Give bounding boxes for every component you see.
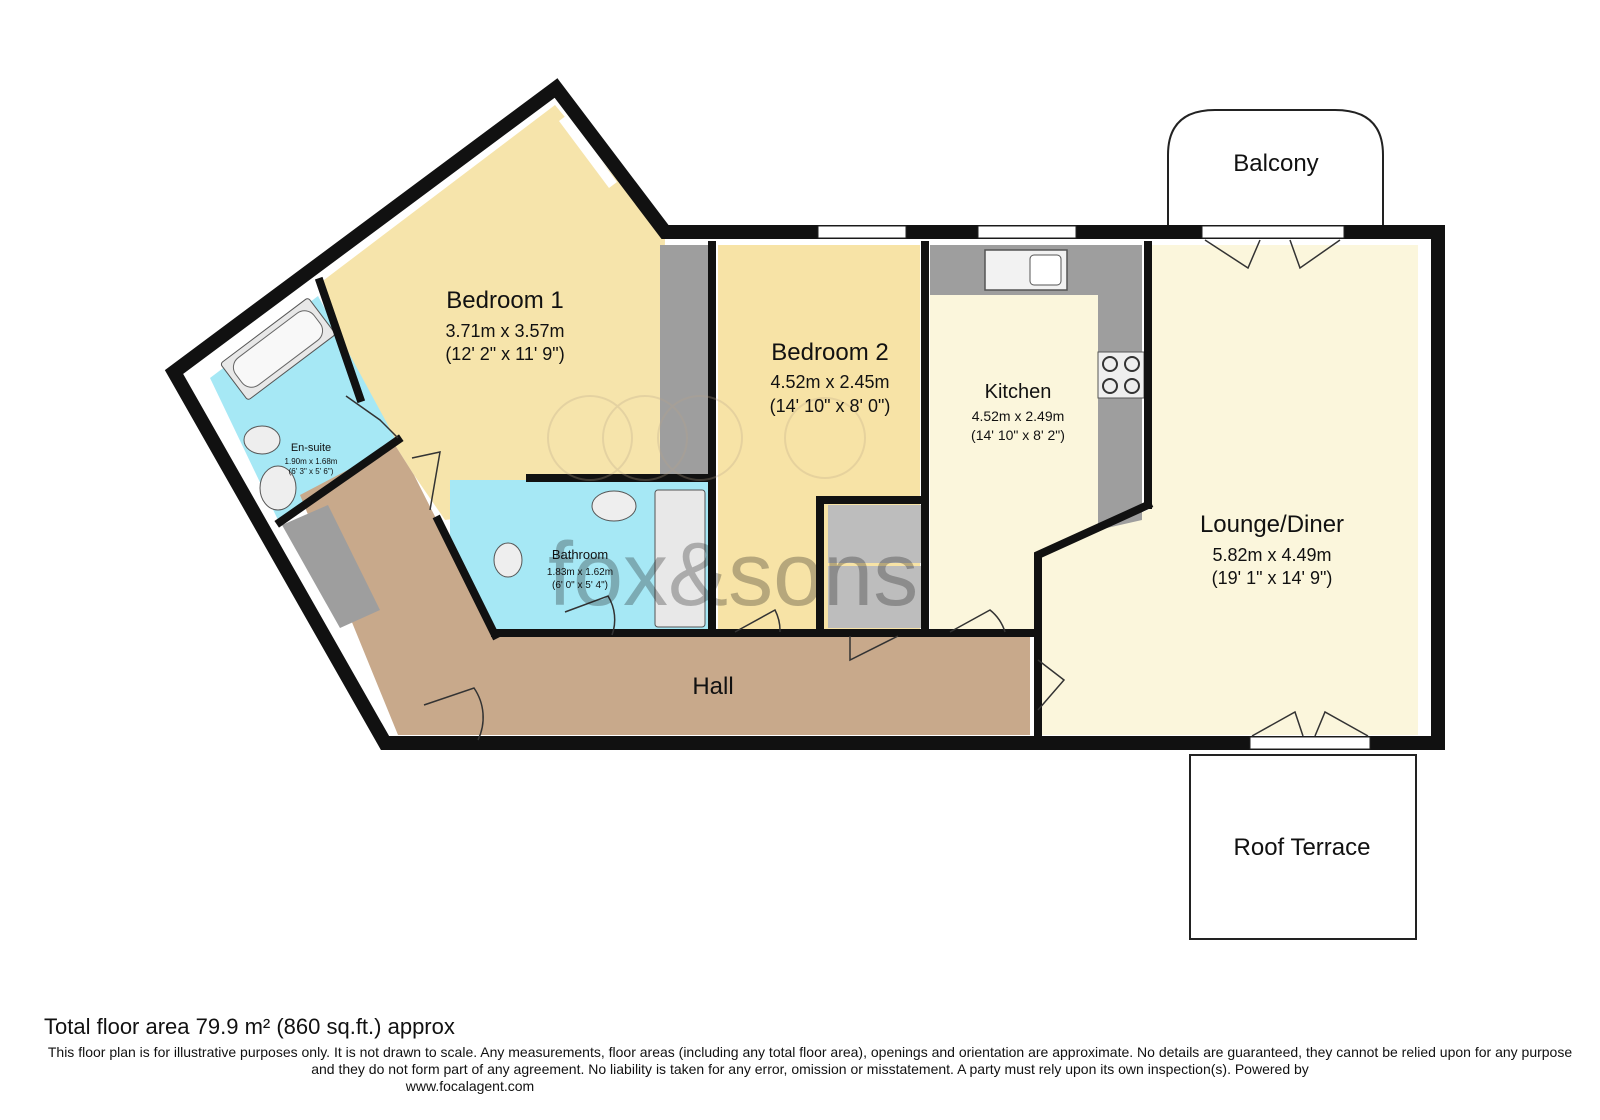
floor-plan: fox&sons Bedroom 1 3.71m x 3.57m (12' 2"… [164,78,1445,940]
lounge-imperial: (19' 1" x 14' 9") [1212,568,1333,588]
ensuite-toilet-icon [243,425,281,455]
label-ensuite: En-suite 1.90m x 1.68m (6' 3" x 5' 6") [285,442,338,476]
bedroom1-metric: 3.71m x 3.57m [445,321,564,341]
hall-floor [300,445,1030,735]
bedroom1-floor [320,105,665,520]
bedroom2-metric: 4.52m x 2.45m [770,372,889,392]
balcony-name: Balcony [1233,150,1318,177]
ensuite-name: En-suite [291,442,331,454]
bathroom-basin-icon [591,490,637,522]
label-bedroom1: Bedroom 1 3.71m x 3.57m (12' 2" x 11' 9"… [445,287,564,364]
ensuite-imperial: (6' 3" x 5' 6") [289,467,334,476]
store-cupboard-upper [828,505,921,563]
hall-name: Hall [692,673,733,700]
roof-terrace-outline [1189,754,1417,940]
label-kitchen: Kitchen 4.52m x 2.49m (14' 10" x 8' 2") [971,381,1065,443]
disclaimer-text: This floor plan is for illustrative purp… [47,1044,1573,1077]
watermark-logo: fox&sons [547,395,918,625]
bathroom-metric: 1.83m x 1.62m [547,567,613,578]
ensuite-basin-icon [259,465,297,511]
hall-cupboard [282,505,380,628]
bathroom-imperial: (6' 0" x 5' 4") [552,580,608,591]
windows [558,115,1371,750]
balcony-outline [1167,109,1384,225]
svg-text:fox&sons: fox&sons [548,525,918,625]
kitchen-metric: 4.52m x 2.49m [972,408,1065,424]
bedroom1-name: Bedroom 1 [446,287,563,314]
store-cupboard-lower [828,566,921,628]
label-bathroom: Bathroom 1.83m x 1.62m (6' 0" x 5' 4") [547,547,613,591]
plan-footer: Total floor area 79.9 m² (860 sq.ft.) ap… [40,1014,1580,1094]
bathroom-toilet-icon [493,542,523,578]
ensuite-metric: 1.90m x 1.68m [285,457,338,466]
label-lounge: Lounge/Diner 5.82m x 4.49m (19' 1" x 14'… [1200,511,1344,588]
kitchen-name: Kitchen [985,381,1052,403]
sink-bowl [1029,254,1062,286]
total-floor-area: Total floor area 79.9 m² (860 sq.ft.) ap… [44,1014,455,1039]
bedroom2-name: Bedroom 2 [771,339,888,366]
bedroom1-imperial: (12' 2" x 11' 9") [445,344,564,364]
lounge-floor [1042,245,1418,735]
hob-icon [1097,351,1145,399]
kitchen-imperial: (14' 10" x 8' 2") [971,427,1065,443]
credit-link[interactable]: www.focalagent.com [405,1078,535,1094]
roof-terrace-name: Roof Terrace [1234,834,1371,861]
bathroom-bath-icon [654,489,706,628]
bathroom-name: Bathroom [552,547,608,562]
lounge-name: Lounge/Diner [1200,511,1344,538]
bedroom1-wardrobe [660,245,708,477]
lounge-metric: 5.82m x 4.49m [1212,545,1331,565]
label-bedroom2: Bedroom 2 4.52m x 2.45m (14' 10" x 8' 0"… [770,339,891,416]
walls [164,78,1445,750]
doors [345,239,1369,741]
bedroom2-imperial: (14' 10" x 8' 0") [770,396,891,416]
ensuite-bath-icon [220,298,336,400]
